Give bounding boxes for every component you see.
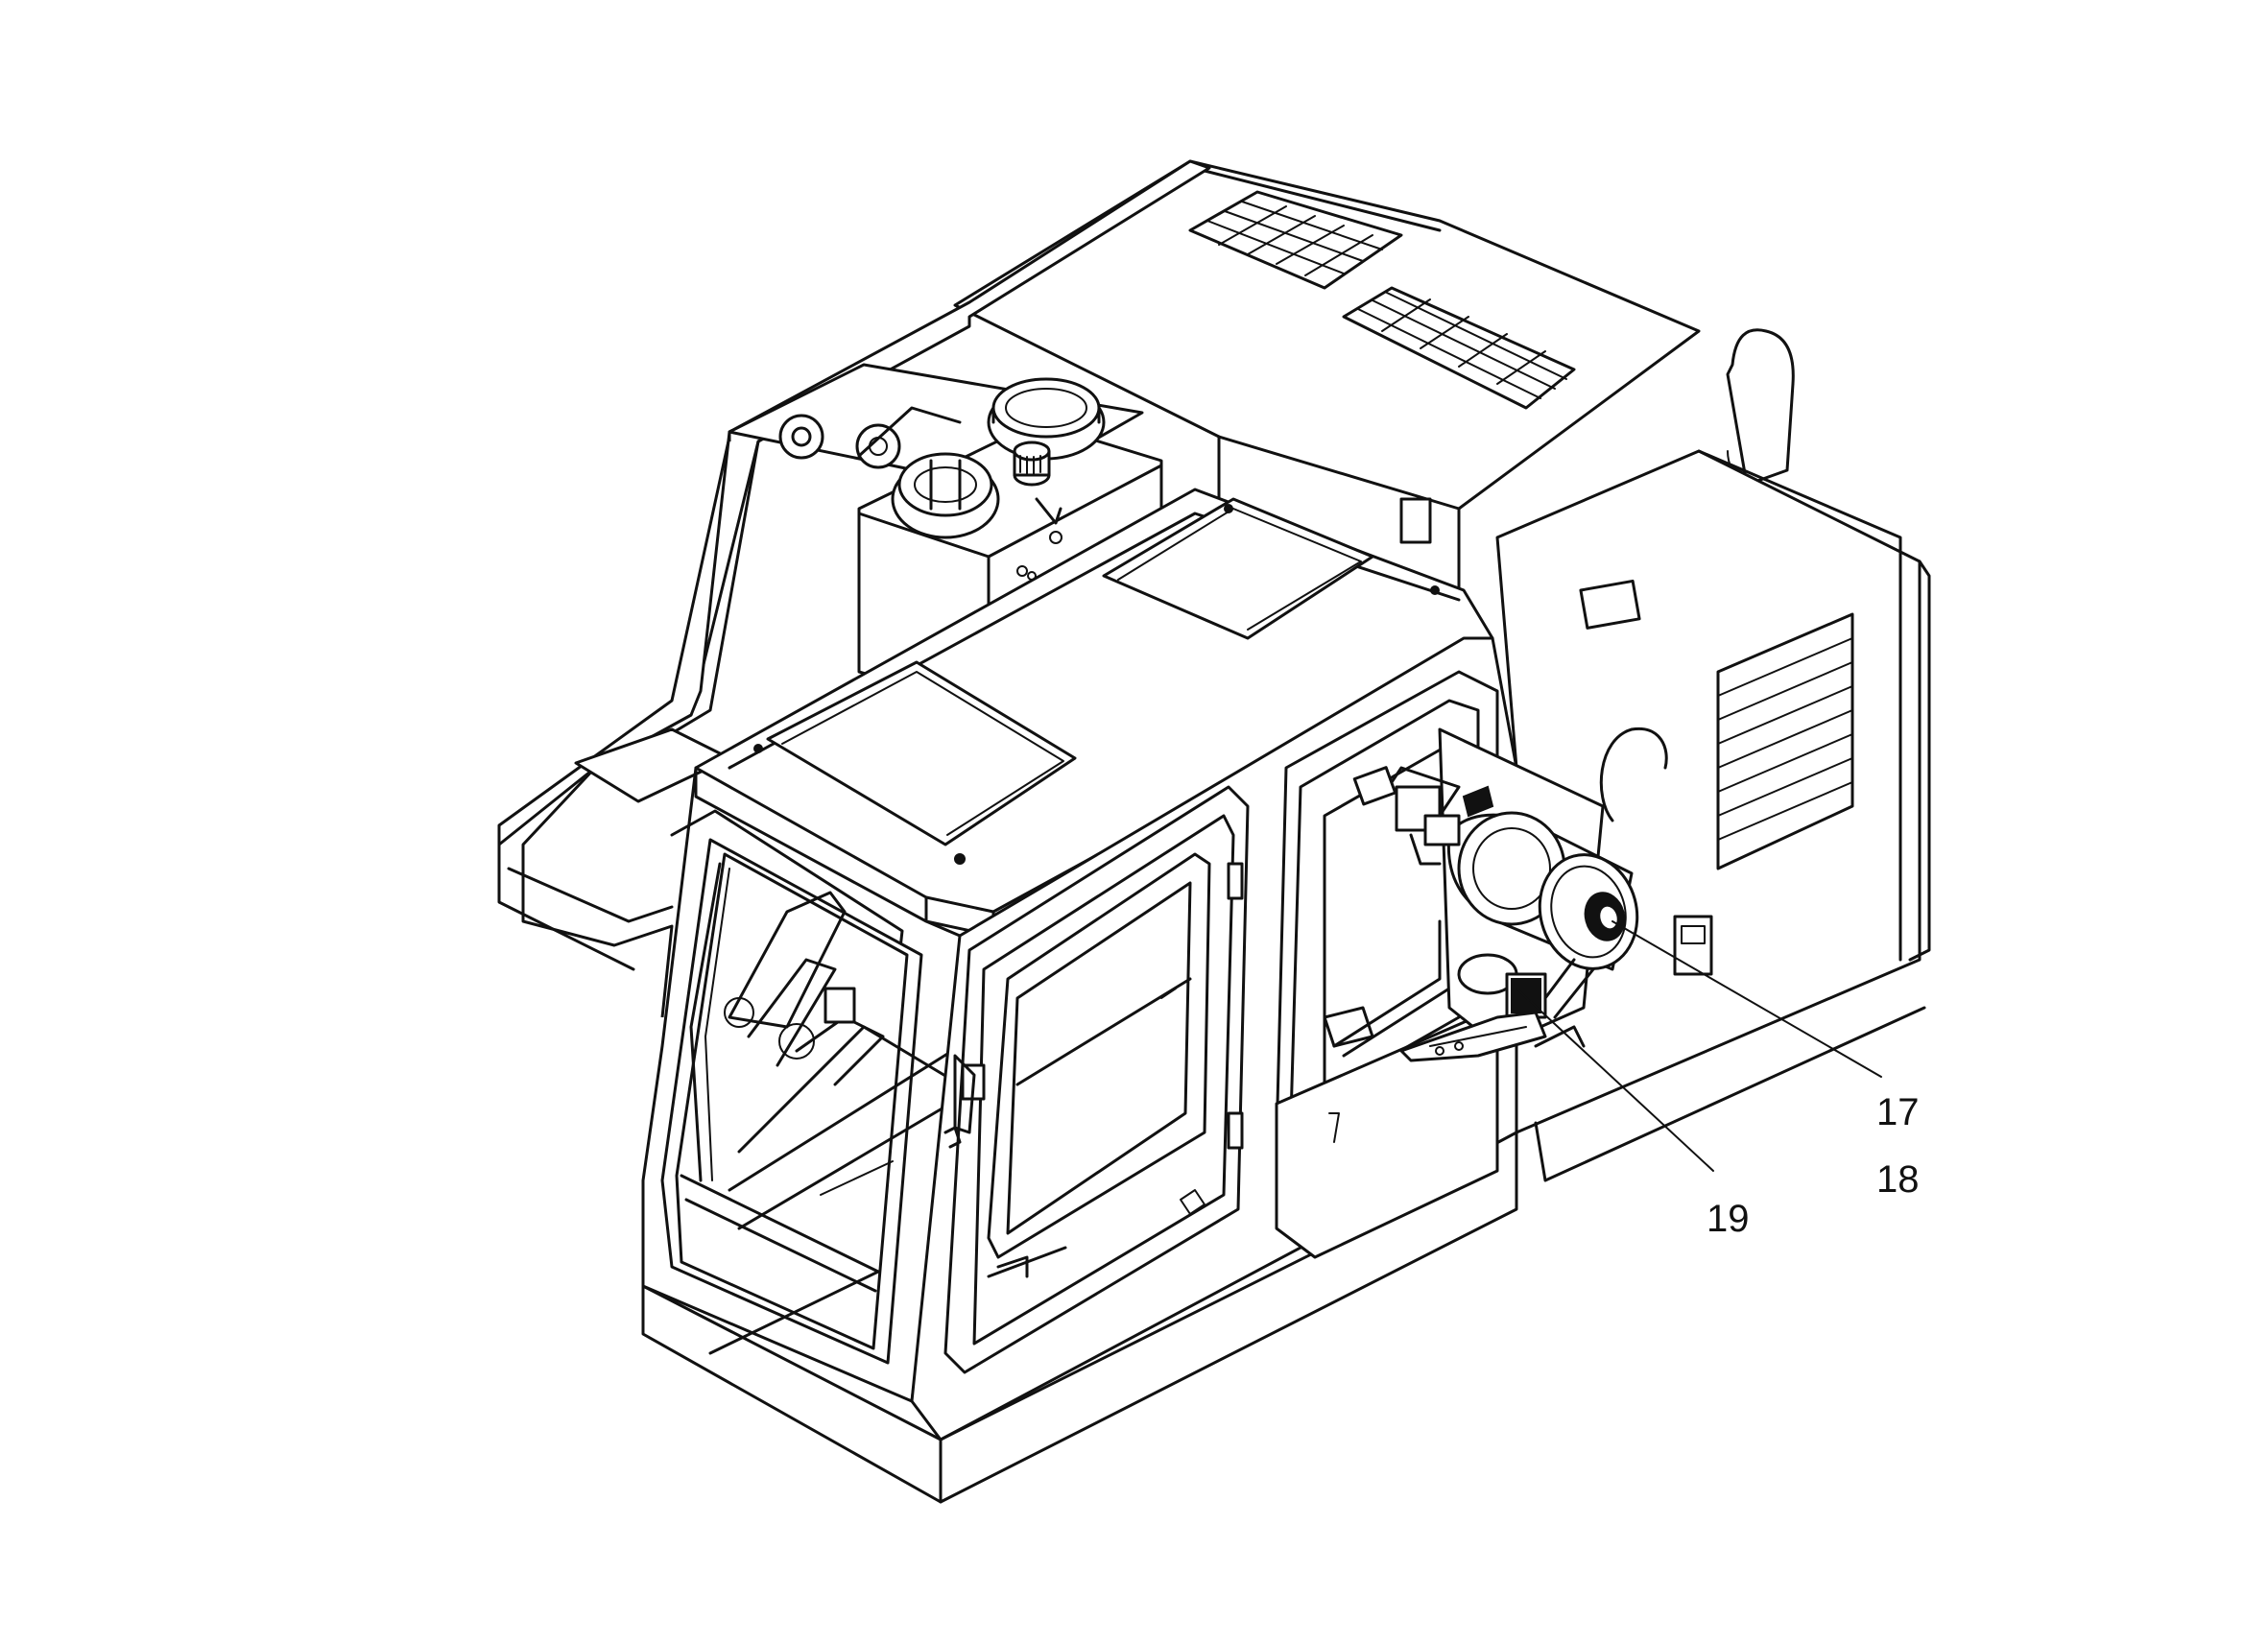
leader-lines bbox=[1516, 920, 1882, 1172]
cab bbox=[641, 488, 1518, 1504]
callout-labels: 17 18 19 bbox=[1707, 1091, 1920, 1240]
callout-19: 19 bbox=[1707, 1198, 1750, 1240]
grille-upper bbox=[1188, 190, 1403, 290]
exhaust-pipe bbox=[1726, 328, 1795, 487]
grille-lower bbox=[1342, 286, 1576, 410]
ac-unit bbox=[1352, 727, 1639, 1062]
callout-17: 17 bbox=[1876, 1091, 1920, 1133]
callout-18: 18 bbox=[1876, 1158, 1920, 1201]
